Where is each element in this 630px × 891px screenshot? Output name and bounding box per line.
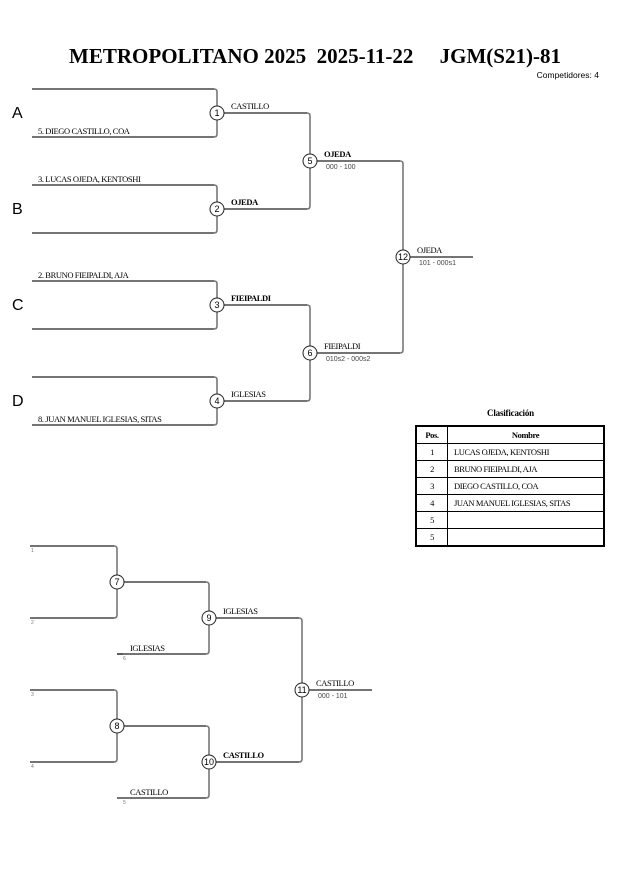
repechage-entry: IGLESIAS <box>130 643 165 653</box>
semifinal-score: 010s2 - 000s2 <box>326 356 370 363</box>
ranking-name: BRUNO FIEIPALDI, AJA <box>447 460 605 478</box>
ranking-row: 5 <box>415 528 605 547</box>
seed-number: 1 <box>31 548 34 554</box>
column-header-name: Nombre <box>447 425 605 444</box>
match-number: 9 <box>206 613 211 623</box>
repechage-final-winner: CASTILLO <box>316 678 354 688</box>
match-number-circle <box>395 249 411 265</box>
seed-number: 2 <box>31 620 34 626</box>
ranking-name: JUAN MANUEL IGLESIAS, SITAS <box>447 494 605 512</box>
column-header-pos: Pos. <box>415 425 448 444</box>
match-number-circle <box>209 201 225 217</box>
ranking-pos: 5 <box>415 511 448 529</box>
match-number-circle <box>209 393 225 409</box>
ranking-header-row: Pos. Nombre <box>415 425 605 444</box>
match-number-circle <box>109 718 125 734</box>
repechage-final-score: 000 - 101 <box>318 693 348 700</box>
ranking-name <box>447 511 605 529</box>
ranking-name: LUCAS OJEDA, KENTOSHI <box>447 443 605 461</box>
ranking-row: 5 <box>415 511 605 529</box>
match-number-circle <box>201 610 217 626</box>
seed-number: 3 <box>31 692 34 698</box>
final-winner: OJEDA <box>417 245 443 255</box>
match-number-circle <box>294 682 310 698</box>
competitor-entry: 8. JUAN MANUEL IGLESIAS, SITAS <box>38 414 162 424</box>
match-number: 2 <box>214 204 219 214</box>
match-number-circle <box>209 297 225 313</box>
ranking-name <box>447 528 605 547</box>
semifinal-score: 000 - 100 <box>326 164 356 171</box>
match-number-circle <box>109 574 125 590</box>
competitor-entry: 5. DIEGO CASTILLO, COA <box>38 126 131 136</box>
match-number-circle <box>302 345 318 361</box>
match-number-circle <box>302 153 318 169</box>
semifinal-winner: FIEIPALDI <box>324 341 361 351</box>
match-number: 3 <box>214 300 219 310</box>
pool-letter-a: A <box>12 105 23 122</box>
match-number: 6 <box>307 348 312 358</box>
semifinal-winner: OJEDA <box>324 149 352 159</box>
match-number-circle <box>209 105 225 121</box>
match-number: 1 <box>214 108 219 118</box>
match-number: 10 <box>204 757 214 767</box>
seed-number: 5 <box>123 800 126 806</box>
pool-letter-d: D <box>12 393 24 410</box>
match-number: 5 <box>307 156 312 166</box>
repechage-entry: CASTILLO <box>130 787 168 797</box>
ranking-name: DIEGO CASTILLO, COA <box>447 477 605 495</box>
ranking-pos: 3 <box>415 477 448 495</box>
ranking-pos: 2 <box>415 460 448 478</box>
round1-winner: FIEIPALDI <box>231 293 272 303</box>
competitor-entry: 2. BRUNO FIEIPALDI, AJA <box>38 270 130 280</box>
ranking-pos: 5 <box>415 528 448 547</box>
competitor-entry: 3. LUCAS OJEDA, KENTOSHI <box>38 174 141 184</box>
seed-number: 4 <box>31 764 34 770</box>
repechage-winner: CASTILLO <box>223 750 265 760</box>
round1-winner: CASTILLO <box>231 101 269 111</box>
match-number: 7 <box>114 577 119 587</box>
match-number: 8 <box>114 721 119 731</box>
ranking-pos: 4 <box>415 494 448 512</box>
ranking-title: Clasificación <box>487 408 534 418</box>
final-score: 101 - 000s1 <box>419 260 456 267</box>
bracket-lines <box>30 88 473 799</box>
match-number: 4 <box>214 396 219 406</box>
round1-winner: OJEDA <box>231 197 259 207</box>
bracket-labels: A B C D 5. DIEGO CASTILLO, COA 3. LUCAS OJEDA… <box>12 101 456 806</box>
pool-letter-c: C <box>12 297 24 314</box>
match-number: 11 <box>297 685 306 695</box>
ranking-pos: 1 <box>415 443 448 461</box>
repechage-winner: IGLESIAS <box>223 606 258 616</box>
round1-winner: IGLESIAS <box>231 389 266 399</box>
seed-number: 6 <box>123 656 126 662</box>
competitor-count: Competidores: 4 <box>536 70 599 80</box>
page-title: METROPOLITANO 2025 2025-11-22 JGM(S21)-8… <box>69 44 561 68</box>
pool-letter-b: B <box>12 201 23 218</box>
match-number: 12 <box>398 252 408 262</box>
match-number-circle <box>201 754 217 770</box>
